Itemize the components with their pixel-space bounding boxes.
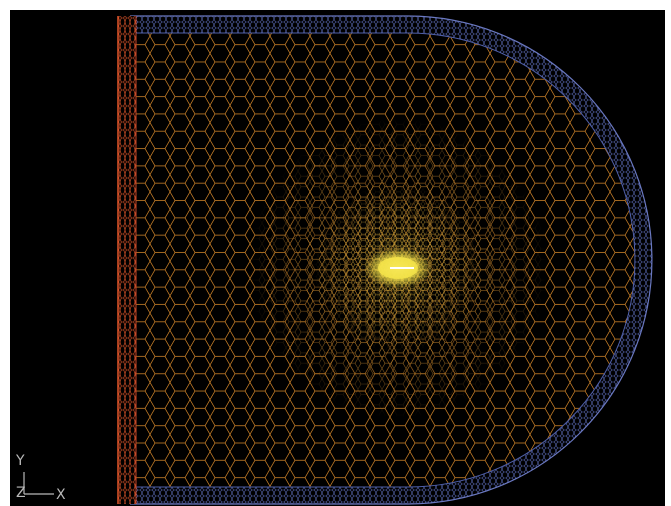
- mesh-render[interactable]: [10, 10, 665, 506]
- triad-z-label: Z: [16, 485, 26, 501]
- domain-outline: [130, 15, 653, 505]
- triad-y-label: Y: [16, 453, 25, 469]
- graphics-viewport[interactable]: Y Z X: [10, 10, 665, 506]
- coordinate-triad: Y Z X: [14, 454, 74, 502]
- triad-x-label: X: [56, 487, 66, 503]
- boundary-layer-inner-edge: [136, 32, 636, 488]
- triad-axes-icon: [23, 472, 54, 495]
- symmetry-wall: [117, 16, 137, 504]
